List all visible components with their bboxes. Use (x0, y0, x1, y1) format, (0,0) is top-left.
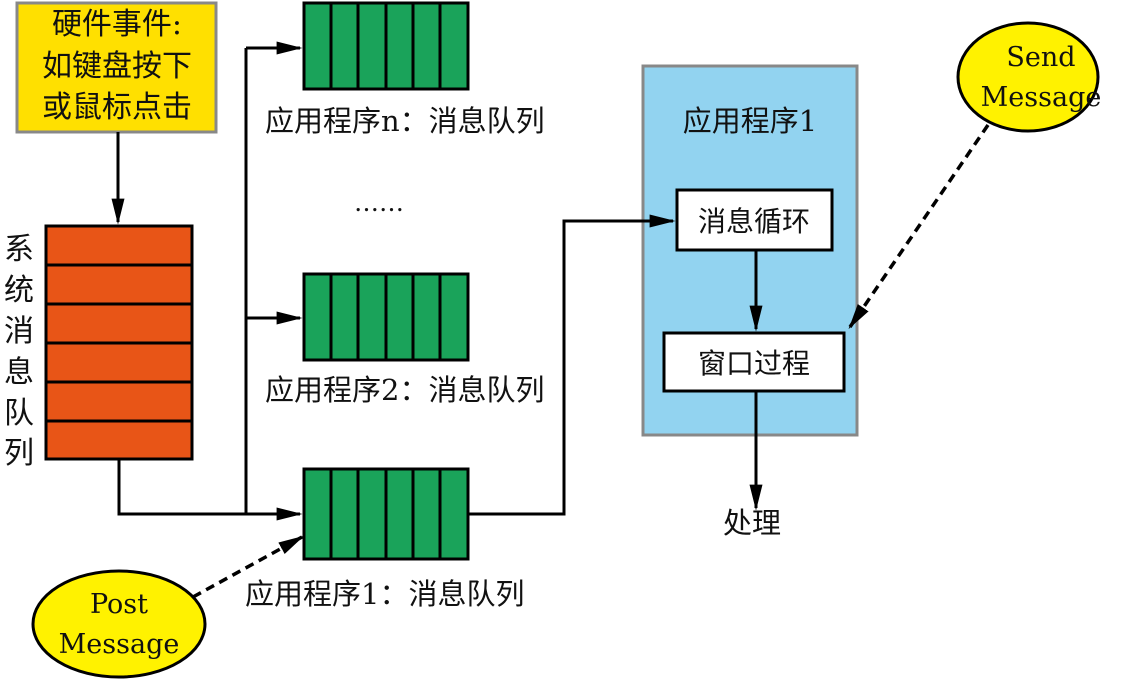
arrow-app1-queue-to-message-loop (468, 214, 676, 516)
arrow-system-to-app1-queue (117, 459, 303, 521)
system-queue-label: 系 统 消 息 队 列 (4, 232, 34, 471)
post-message-ellipse: Post Message (31, 569, 207, 679)
app-n-message-queue (302, 1, 470, 91)
app-1-container: 应用程序1 消息循环 窗口过程 (641, 64, 859, 437)
app-1-queue-label: 应用程序1：消息队列 (245, 577, 524, 611)
app-1-title: 应用程序1 (683, 104, 817, 138)
message-loop-box (675, 188, 834, 252)
message-loop-label: 消息循环 (698, 205, 810, 238)
send-message-ellipse: Send Message (956, 21, 1102, 133)
system-queue-char-2: 统 (4, 273, 34, 308)
app-n-queue-label: 应用程序n：消息队列 (265, 104, 545, 138)
connectors (111, 41, 990, 599)
system-queue-char-3: 消 (4, 314, 34, 349)
dashed-arrow-send-message (848, 124, 990, 330)
dashed-arrow-post-message (192, 535, 305, 599)
system-queue-char-4: 息 (4, 355, 34, 390)
system-queue-char-5: 队 (4, 396, 34, 431)
post-message-line1: Post (90, 589, 148, 620)
send-message-line2: Message (981, 82, 1102, 113)
hardware-event-box: 硬件事件: 如键盘按下 或鼠标点击 (15, 1, 218, 134)
ellipsis: …… (354, 188, 404, 217)
system-message-queue (44, 224, 194, 461)
process-label: 处理 (723, 506, 781, 540)
hardware-event-line2: 如键盘按下 (42, 49, 192, 84)
hardware-event-line1: 硬件事件: (52, 7, 182, 42)
send-message-line1: Send (1006, 42, 1075, 73)
system-queue-char-6: 列 (4, 436, 34, 471)
post-message-line2: Message (59, 629, 180, 660)
app-2-message-queue (302, 272, 470, 362)
window-procedure-box (662, 331, 846, 393)
window-procedure-label: 窗口过程 (698, 347, 810, 380)
system-queue-char-1: 系 (4, 232, 34, 267)
app-1-message-queue (302, 467, 470, 561)
hardware-event-line3: 或鼠标点击 (42, 90, 192, 125)
app-2-queue-label: 应用程序2：消息队列 (265, 373, 544, 407)
